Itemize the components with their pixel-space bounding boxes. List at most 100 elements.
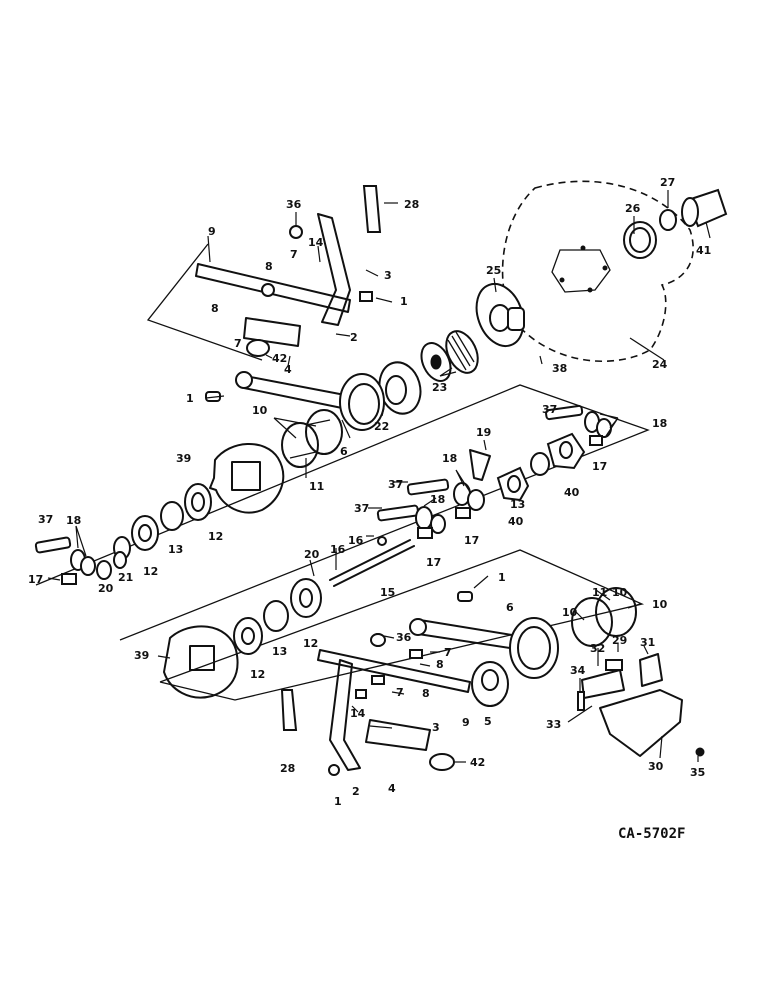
callout: 37	[38, 513, 53, 526]
pulley-5	[471, 661, 509, 707]
callout: 28	[404, 198, 419, 211]
callout: 12	[143, 565, 158, 578]
callout: 37	[542, 403, 557, 416]
callout: 11	[592, 586, 607, 599]
callout: 9	[462, 716, 470, 729]
bracket-19	[469, 449, 491, 481]
callout: 31	[640, 636, 655, 649]
callout: 26	[625, 202, 641, 215]
lever-assembly-lower	[317, 633, 471, 776]
callout: 30	[648, 760, 664, 773]
callout: 23	[432, 381, 447, 394]
callout: 17	[28, 573, 43, 586]
callout: 37	[388, 478, 403, 491]
callout: 19	[476, 426, 491, 439]
ring-21	[113, 551, 127, 569]
callout: 1	[186, 392, 194, 405]
callout: 25	[486, 264, 501, 277]
callout: 9	[208, 225, 216, 238]
callout: 22	[374, 420, 389, 433]
washer-36-lower	[370, 633, 386, 647]
callout: 21	[118, 571, 133, 584]
disc-24	[501, 180, 694, 362]
upper-assembly-outline	[146, 243, 263, 361]
callout: 13	[272, 645, 287, 658]
callout: 16	[330, 543, 346, 556]
pitman-arm-6-upper	[235, 371, 385, 431]
callout: 32	[590, 642, 605, 655]
callout: 28	[280, 762, 295, 775]
drawing-code: CA-5702F	[618, 826, 685, 842]
strap-10-11-upper	[281, 409, 343, 468]
callout: 11	[309, 480, 324, 493]
callout: 20	[98, 582, 114, 595]
callout: 20	[304, 548, 320, 561]
hub-25	[475, 283, 525, 347]
callout: 10	[612, 586, 628, 599]
callout: 42	[272, 352, 287, 365]
bearing-23	[420, 330, 479, 382]
callout: 18	[442, 452, 457, 465]
callout: 39	[134, 649, 149, 662]
callout: 7	[290, 248, 298, 261]
spring-cup-assembly	[623, 188, 728, 259]
callout: 5	[484, 715, 492, 728]
callout: 34	[570, 664, 586, 677]
callout: 33	[546, 718, 561, 731]
callout: 27	[660, 176, 675, 189]
callout: 2	[350, 331, 358, 344]
callout: 1	[498, 571, 506, 584]
callout: 8	[436, 658, 444, 671]
callout: 12	[250, 668, 265, 681]
callout: 8	[265, 260, 273, 273]
callout: 15	[380, 586, 395, 599]
center-assembly-outline	[35, 384, 650, 641]
callout: 8	[422, 687, 430, 700]
callout: 37	[354, 502, 369, 515]
lever-assembly-upper	[195, 213, 373, 357]
callout: 42	[470, 756, 485, 769]
callout: 3	[432, 721, 440, 734]
guard-30	[577, 653, 683, 757]
leader-lines	[47, 190, 711, 763]
callout: 17	[426, 556, 441, 569]
callout: 35	[690, 766, 705, 779]
callout: 10	[562, 606, 578, 619]
callout: 8	[211, 302, 219, 315]
link-28-upper	[362, 185, 382, 233]
callout: 1	[334, 795, 342, 808]
callout: 10	[252, 404, 268, 417]
callout-labels: 1 1 1 1 2 2 3 3 4 4 5 6 6 7 7 7 7 8 8 8 …	[28, 176, 711, 808]
plate-39-upper	[209, 443, 285, 514]
callout: 6	[340, 445, 348, 458]
callout: 39	[176, 452, 191, 465]
callout: 3	[384, 269, 392, 282]
flange-40	[496, 432, 586, 502]
callout: 36	[396, 631, 412, 644]
callout: 6	[506, 601, 514, 614]
callout: 14	[308, 236, 324, 249]
callout: 18	[652, 417, 667, 430]
callout: 24	[652, 358, 668, 371]
callout: 40	[508, 515, 524, 528]
shaft-37-left	[34, 536, 96, 585]
pin-1-right	[457, 591, 473, 602]
callout: 4	[388, 782, 396, 795]
callout: 29	[612, 634, 627, 647]
washer-20	[96, 560, 112, 580]
callout: 16	[348, 534, 364, 547]
plate-39-lower	[163, 625, 239, 699]
callout: 1	[400, 295, 408, 308]
callout: 18	[430, 493, 445, 506]
callout: 36	[286, 198, 302, 211]
callout: 18	[66, 514, 81, 527]
callout: 12	[303, 637, 318, 650]
bearing-12-13-upper	[113, 483, 212, 560]
shaft-15	[329, 539, 415, 587]
strap-10-11-lower	[571, 587, 637, 647]
callout: 41	[696, 244, 711, 257]
roll-pin-16	[377, 536, 387, 546]
bearing-12-13-lower	[233, 578, 322, 655]
callout: 12	[208, 530, 223, 543]
callout: 7	[396, 686, 404, 699]
